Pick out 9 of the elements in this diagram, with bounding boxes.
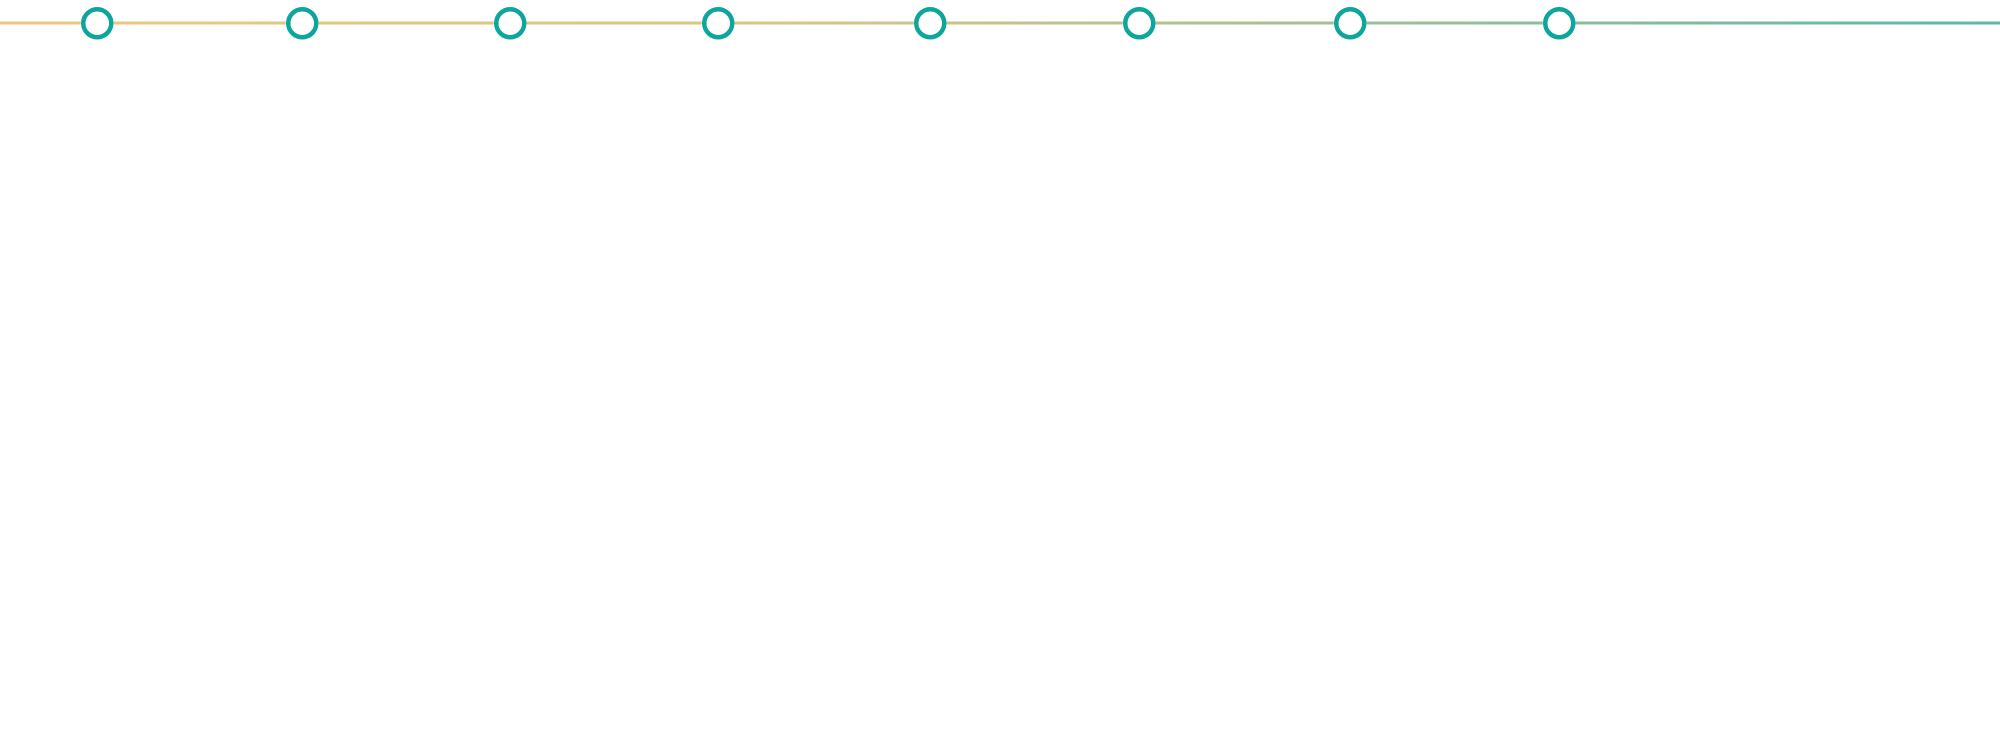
- timeline-line: [1155, 21, 1334, 25]
- timeline-line: [0, 21, 81, 25]
- timeline-line: [946, 21, 1123, 25]
- timeline-line: [1366, 21, 1543, 25]
- timeline-line: [1575, 21, 2000, 25]
- timeline-line: [318, 21, 494, 25]
- timeline-line: [113, 21, 286, 25]
- timeline-line: [734, 21, 914, 25]
- timeline-line: [526, 21, 702, 25]
